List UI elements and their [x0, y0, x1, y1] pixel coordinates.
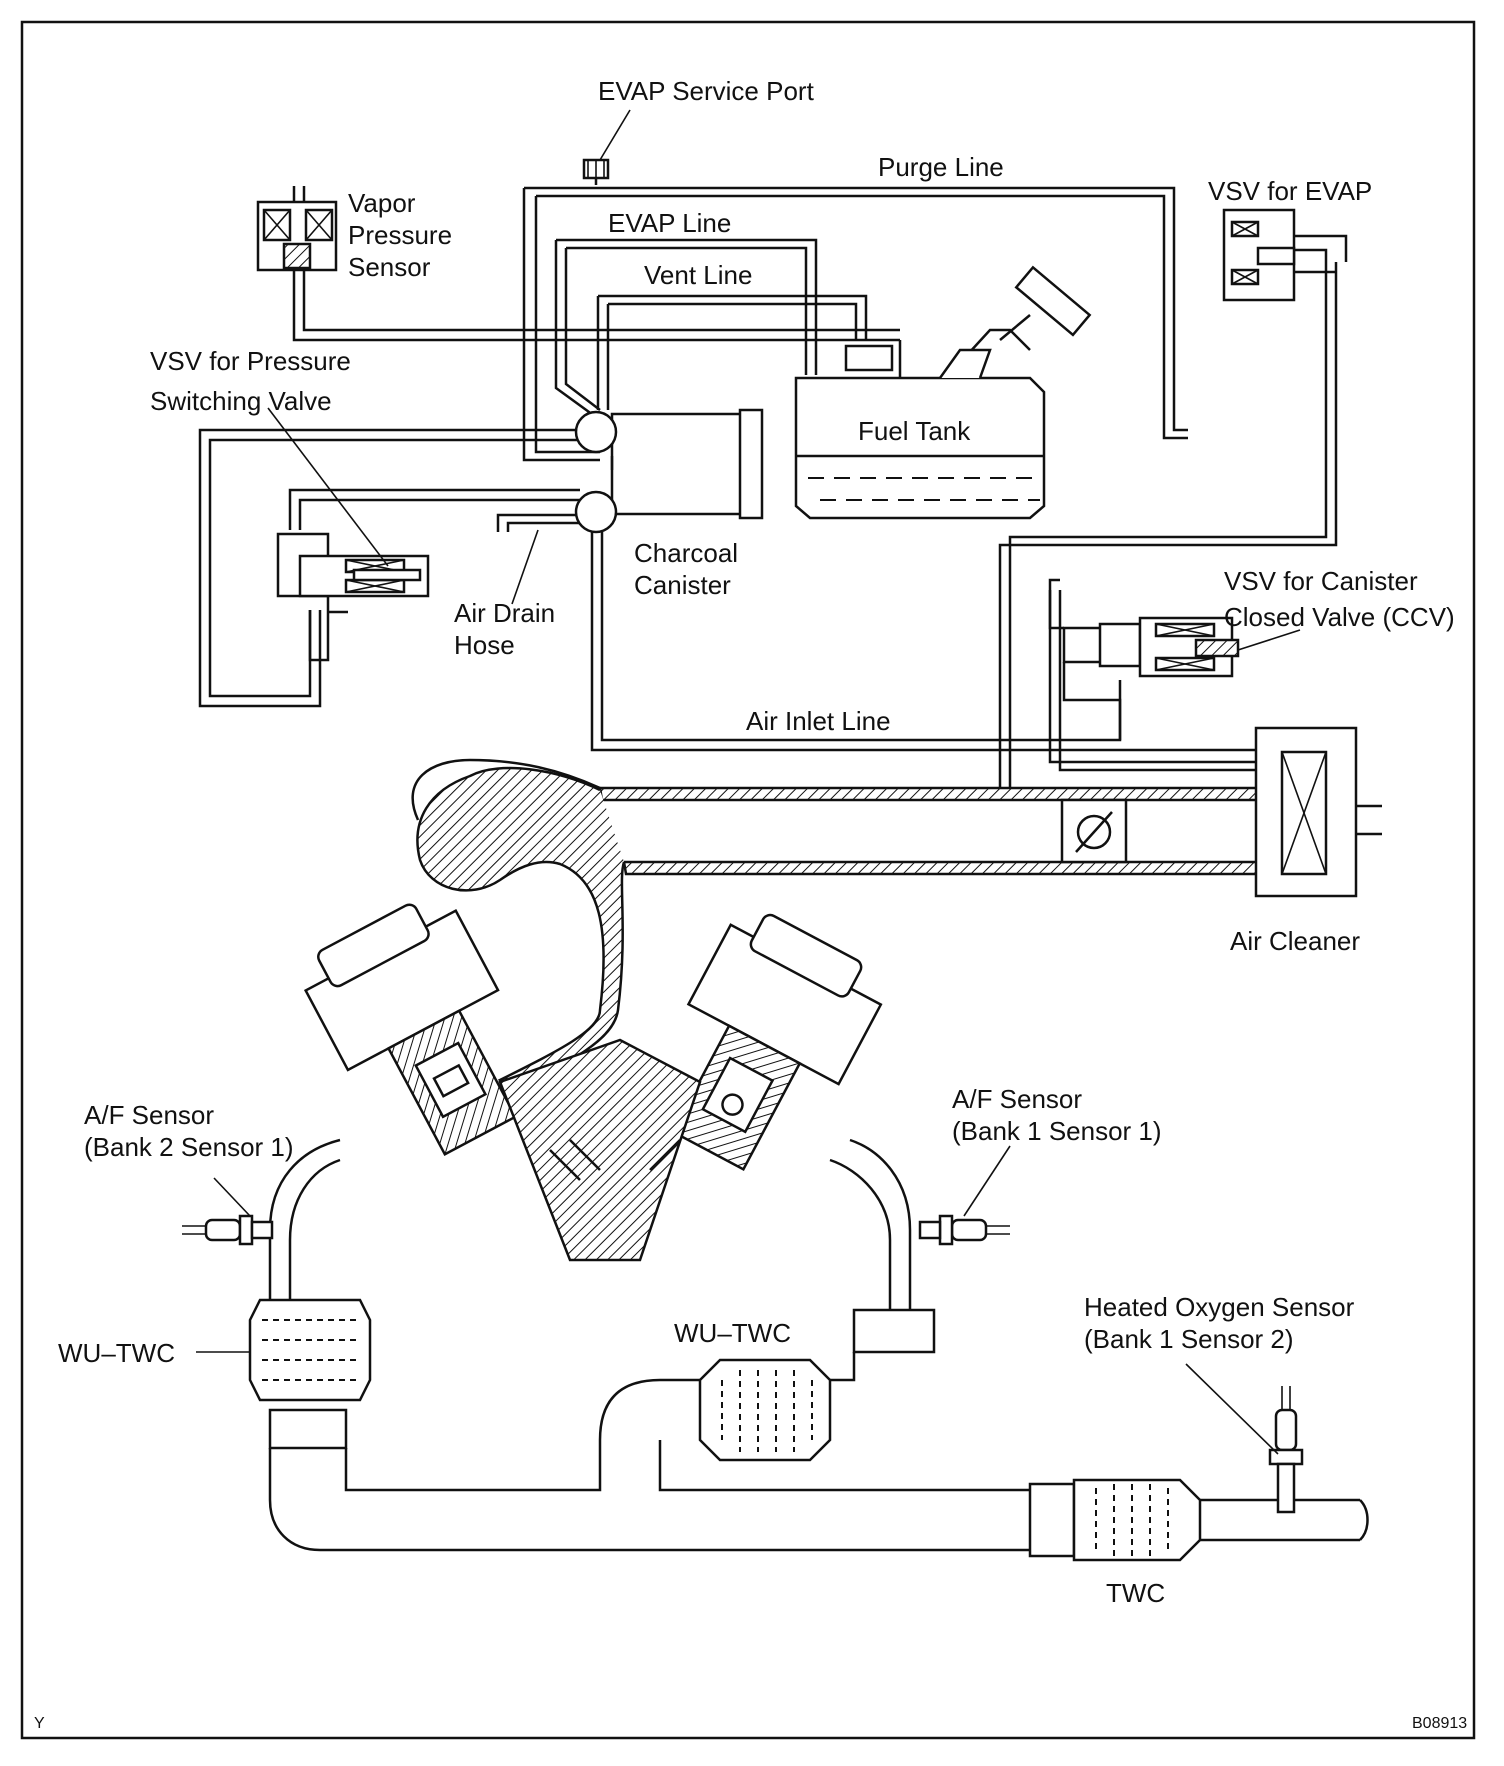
purge-line-pipe — [522, 174, 1188, 462]
canister-valve-lower — [574, 490, 618, 534]
label-evap-line: EVAP Line — [608, 208, 731, 238]
af-sensor-bank1 — [918, 1145, 1011, 1246]
label-air-cleaner: Air Cleaner — [1230, 926, 1360, 956]
label-evap-service-port: EVAP Service Port — [598, 76, 815, 106]
charcoal-canister — [574, 408, 764, 534]
vent-line-pipe — [596, 294, 868, 410]
label-wu-twc-left: WU–TWC — [58, 1338, 175, 1368]
label-fuel-tank: Fuel Tank — [858, 416, 971, 446]
heated-oxygen-sensor — [1185, 1363, 1304, 1514]
label-heated-oxygen-sensor: Heated Oxygen Sensor (Bank 1 Sensor 2) — [1084, 1292, 1362, 1354]
air-drain-leader — [511, 529, 539, 605]
label-vapor-pressure-sensor: Vapor Pressure Sensor — [348, 188, 459, 282]
air-cleaner — [1254, 726, 1382, 898]
label-twc: TWC — [1106, 1578, 1165, 1608]
label-af-sensor-bank2: A/F Sensor (Bank 2 Sensor 1) — [84, 1100, 294, 1162]
label-vsv-for-evap: VSV for EVAP — [1208, 176, 1372, 206]
label-charcoal-canister: Charcoal Canister — [634, 538, 745, 600]
evap-line-pipe — [554, 238, 818, 422]
canister-valve-upper — [574, 410, 618, 454]
vsv-pressure-switching-valve — [267, 407, 430, 662]
vapor-pressure-sensor — [256, 186, 338, 272]
evap-vsv-line — [998, 262, 1338, 790]
evap-service-port — [582, 109, 631, 180]
vsv-for-evap — [1222, 208, 1348, 302]
ccv-air-line — [1048, 590, 1260, 772]
label-wu-twc-center: WU–TWC — [674, 1318, 791, 1348]
footer-corner-right: B08913 — [1412, 1715, 1467, 1732]
af-sensor-bank2 — [182, 1177, 274, 1246]
diagram-frame — [20, 20, 1476, 1740]
vsv-canister-closed-valve — [1048, 578, 1301, 740]
pressure-vsv-line — [198, 428, 580, 708]
label-air-inlet-line: Air Inlet Line — [746, 706, 891, 736]
vapor-sensor-line — [292, 268, 900, 342]
exhaust-system — [248, 1138, 1369, 1562]
air-drain-hose-pipe — [496, 513, 580, 532]
label-vsv-ccv: VSV for Canister Closed Valve (CCV) — [1224, 566, 1455, 632]
label-air-drain-hose: Air Drain Hose — [454, 598, 562, 660]
intake-duct — [411, 758, 1264, 1092]
label-af-sensor-bank1: A/F Sensor (Bank 1 Sensor 1) — [952, 1084, 1162, 1146]
label-vsv-pressure-switching: VSV for Pressure Switching Valve — [150, 346, 358, 416]
engine-block — [303, 903, 883, 1262]
fuel-tank — [794, 265, 1092, 520]
label-purge-line: Purge Line — [878, 152, 1004, 182]
footer-corner-left: Y — [34, 1715, 45, 1732]
label-vent-line: Vent Line — [644, 260, 752, 290]
